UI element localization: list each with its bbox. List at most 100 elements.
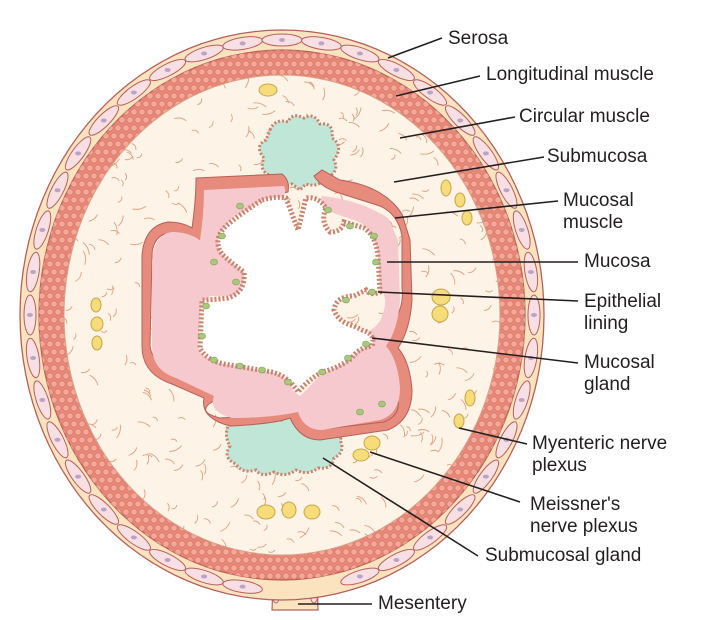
serosa-nucleus — [39, 228, 46, 232]
muscle-cell — [130, 508, 138, 516]
muscle-cell — [314, 556, 322, 564]
muscle-cell — [531, 173, 537, 179]
muscle-cell — [362, 556, 370, 564]
muscle-cell — [498, 572, 506, 580]
muscle-cell — [454, 84, 462, 92]
muscle-cell — [46, 324, 54, 332]
muscle-cell — [150, 532, 158, 540]
muscle-cell — [150, 516, 158, 524]
muscle-cell — [383, 37, 389, 43]
muscle-cell — [66, 124, 74, 132]
muscle-cell — [286, 52, 294, 60]
muscle-cell — [514, 476, 522, 484]
muscle-cell — [370, 540, 378, 548]
muscle-cell — [119, 581, 125, 587]
muscle-cell — [31, 133, 37, 139]
muscle-cell — [54, 404, 62, 412]
muscle-cell — [374, 548, 382, 556]
muscle-cell — [70, 436, 78, 444]
muscle-cell — [310, 52, 318, 60]
muscle-cell — [82, 460, 90, 468]
muscle-cell — [27, 61, 33, 67]
muscle-cell — [262, 564, 270, 572]
muscle-cell — [522, 172, 525, 180]
muscle-cell — [66, 508, 74, 516]
muscle-cell — [50, 76, 58, 84]
muscle-cell — [511, 37, 517, 43]
connective-fiber — [110, 76, 121, 86]
muscle-cell — [58, 76, 66, 84]
muscle-cell — [179, 589, 185, 595]
muscle-cell — [74, 92, 82, 100]
muscle-cell — [54, 548, 62, 556]
muscle-cell — [507, 589, 513, 595]
muscle-cell — [518, 468, 525, 476]
muscle-cell — [151, 37, 157, 43]
muscle-cell — [490, 220, 498, 228]
muscle-cell — [58, 556, 66, 564]
muscle-cell — [86, 452, 94, 460]
muscle-cell — [98, 540, 106, 548]
muscle-cell — [66, 92, 74, 100]
muscle-cell — [78, 84, 86, 92]
muscle-cell — [50, 50, 58, 52]
muscle-cell — [354, 540, 362, 548]
muscle-cell — [390, 100, 398, 108]
muscle-cell — [522, 476, 525, 484]
muscle-cell — [46, 468, 54, 476]
muscle-cell — [214, 548, 222, 556]
muscle-cell — [458, 572, 466, 580]
muscle-cell — [183, 37, 189, 43]
muscle-cell — [202, 76, 210, 84]
muscle-cell — [474, 60, 482, 68]
muscle-cell — [131, 589, 137, 595]
muscle-cell — [478, 180, 486, 188]
muscle-cell — [54, 84, 62, 92]
muscle-cell — [482, 92, 490, 100]
muscle-cell — [118, 116, 126, 124]
muscle-cell — [78, 196, 86, 204]
serosa-cells — [23, 33, 541, 594]
connective-fiber — [506, 529, 508, 540]
muscle-cell — [522, 572, 525, 580]
muscle-cell — [338, 76, 346, 84]
muscle-cell — [42, 124, 50, 132]
muscle-cell — [430, 132, 438, 140]
muscle-cell — [146, 92, 154, 100]
muscle-cell — [430, 116, 438, 124]
muscle-cell — [282, 556, 290, 564]
muscle-cell — [470, 68, 478, 76]
muscle-cell — [338, 60, 346, 68]
muscle-cell — [338, 556, 346, 564]
muscle-cell — [531, 141, 537, 147]
muscle-cell — [527, 37, 533, 43]
muscle-cell — [363, 589, 369, 595]
muscle-cell — [86, 84, 94, 92]
muscle-cell — [462, 100, 470, 108]
muscle-cell — [174, 532, 182, 540]
muscle-cell — [474, 508, 482, 516]
serosa-nucleus — [164, 558, 171, 562]
muscle-cell — [454, 52, 462, 60]
muscle-cell — [535, 229, 541, 235]
muscle-cell — [423, 37, 429, 43]
muscle-cell — [514, 572, 522, 580]
muscle-cell — [90, 76, 98, 84]
muscle-cell — [39, 100, 46, 108]
muscle-cell — [50, 156, 58, 164]
muscle-cell — [258, 50, 266, 52]
muscle-cell — [410, 92, 418, 100]
muscle-cell — [434, 76, 442, 84]
muscle-cell — [42, 268, 50, 276]
muscle-cell — [198, 548, 206, 556]
muscle-cell — [518, 308, 525, 316]
muscle-cell — [159, 37, 165, 43]
muscle-cell — [254, 564, 262, 572]
muscle-cell — [50, 556, 58, 564]
muscle-cell — [479, 581, 485, 587]
muscle-cell — [58, 476, 66, 484]
muscle-cell — [39, 92, 42, 100]
muscle-cell — [518, 324, 525, 332]
muscle-cell — [494, 100, 502, 108]
muscle-cell — [398, 84, 406, 92]
